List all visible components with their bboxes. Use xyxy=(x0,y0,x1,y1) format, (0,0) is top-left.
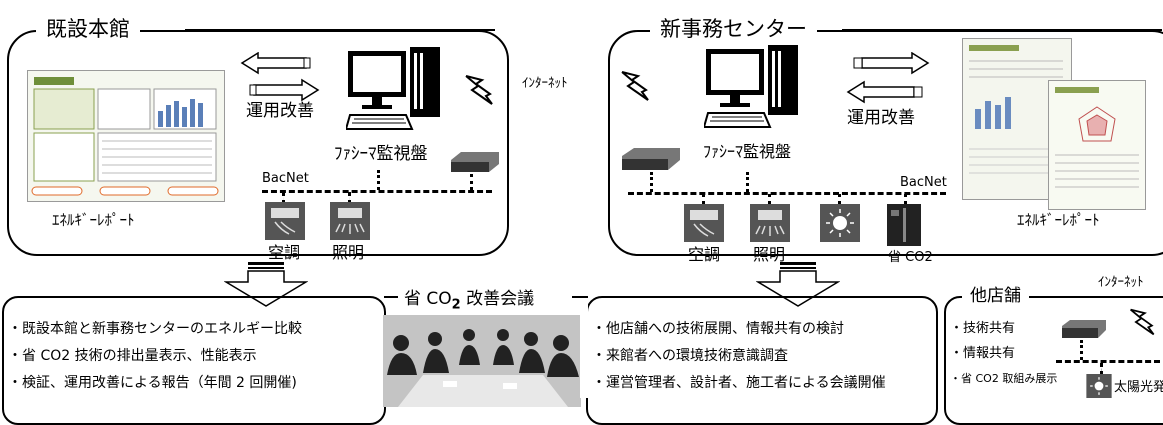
right-lightning-icon xyxy=(618,68,654,104)
right-kaizen-label: 運用改善 xyxy=(847,108,915,128)
right-bacnet-drop-ac xyxy=(702,194,705,204)
other-store-item: ・省 CO2 取組み展示 xyxy=(950,372,1058,385)
left-bacnet-line xyxy=(262,190,492,193)
bottom-left-item: ・既設本館と新事務センターのエネルギー比較 xyxy=(8,321,302,337)
right-bacnet-label: BacNet xyxy=(900,175,947,190)
other-store-lightning-icon xyxy=(1126,306,1160,338)
left-bacnet-drop-router xyxy=(470,174,473,190)
right-computer-icon xyxy=(704,43,804,139)
right-router-icon xyxy=(618,146,682,176)
right-report-label: ｴﾈﾙｷﾞｰﾚﾎﾟｰﾄ xyxy=(1017,211,1100,229)
left-panel-title: 既設本館 xyxy=(36,17,140,41)
other-store-item: ・情報共有 xyxy=(950,346,1016,361)
left-aircon-label: 空調 xyxy=(268,243,301,262)
right-down-arrow xyxy=(756,262,840,308)
bottom-mid-item: ・来館者への環境技術意識調査 xyxy=(592,348,788,364)
left-bacnet-drop-light xyxy=(348,192,351,204)
right-bacnet-drop-solar xyxy=(838,194,841,204)
left-monitor-label: ﾌｧｼｰﾏ監視盤 xyxy=(334,144,428,164)
left-bacnet-drop-ac xyxy=(282,192,285,204)
meeting-title-prefix: 省 CO xyxy=(404,289,452,309)
meeting-title-line-right xyxy=(572,296,588,298)
left-aircon-icon xyxy=(265,202,305,240)
bottom-mid-box-cover xyxy=(580,298,588,398)
left-exchange-arrows xyxy=(240,52,320,102)
other-store-internet-label: ｲﾝﾀｰﾈｯﾄ xyxy=(1098,275,1144,290)
bottom-left-item: ・省 CO2 技術の排出量表示、性能表示 xyxy=(8,348,257,364)
bottom-mid-item: ・運営管理者、設計者、施工者による会議開催 xyxy=(592,375,886,391)
meeting-title-suffix: 改善会議 xyxy=(466,289,535,309)
right-bacnet-drop-monitor xyxy=(746,172,749,192)
right-lighting-label: 照明 xyxy=(753,245,786,264)
right-co2-label: 省 CO2 xyxy=(888,250,933,265)
right-title-line xyxy=(842,29,1162,31)
left-report-thumbnail xyxy=(27,70,225,202)
other-store-title-line xyxy=(1042,296,1162,298)
right-report-thumbnail-back xyxy=(962,38,1072,200)
left-down-arrow xyxy=(224,262,308,308)
right-bacnet-drop-co2 xyxy=(904,194,907,204)
bottom-mid-item: ・他店舗への技術展開、情報共有の検討 xyxy=(592,321,844,337)
bottom-left-item: ・検証、運用改善による報告（年間 2 回開催) xyxy=(8,375,297,391)
left-lighting-label: 照明 xyxy=(332,243,365,262)
other-store-list: ・技術共有 ・情報共有 ・省 CO2 取組み展示 xyxy=(950,316,1057,391)
left-router-icon xyxy=(447,150,501,178)
left-bacnet-drop-monitor xyxy=(377,170,380,190)
other-store-item: ・技術共有 xyxy=(950,321,1016,336)
other-store-router-icon xyxy=(1058,318,1108,342)
right-bacnet-line xyxy=(628,192,946,195)
bottom-left-list: ・既設本館と新事務センターのエネルギー比較 ・省 CO2 技術の排出量表示、性能… xyxy=(8,316,302,397)
left-lightning-icon xyxy=(462,72,498,108)
other-store-drop-router xyxy=(1080,340,1083,360)
right-panel-title: 新事務センター xyxy=(650,17,817,41)
right-bacnet-drop-router xyxy=(650,172,653,192)
meeting-title-sub: 2 xyxy=(451,297,461,313)
other-store-solar-icon xyxy=(1086,374,1112,398)
left-title-line xyxy=(185,29,495,31)
meeting-title: 省 CO2 改善会議 xyxy=(404,284,534,312)
internet-label: ｲﾝﾀｰﾈｯﾄ xyxy=(522,76,568,91)
right-aircon-icon xyxy=(684,204,724,242)
left-light-icon xyxy=(330,202,370,240)
other-store-drop-solar xyxy=(1100,363,1103,375)
meeting-photo xyxy=(383,315,581,407)
bottom-mid-list: ・他店舗への技術展開、情報共有の検討 ・来館者への環境技術意識調査 ・運営管理者… xyxy=(592,316,886,397)
right-monitor-label: ﾌｧｼｰﾏ監視盤 xyxy=(703,142,792,161)
other-store-solar-label: 太陽光発電 xyxy=(1114,380,1163,395)
left-computer-icon xyxy=(346,45,446,141)
right-light-icon xyxy=(750,204,790,242)
left-report-label: ｴﾈﾙｷﾞｰﾚﾎﾟｰﾄ xyxy=(52,211,135,229)
left-kaizen-label: 運用改善 xyxy=(246,101,314,121)
right-exchange-arrows xyxy=(846,52,930,104)
right-bacnet-drop-light xyxy=(768,194,771,204)
meeting-title-line-left xyxy=(384,296,398,298)
left-bacnet-label: BacNet xyxy=(262,171,309,186)
right-report-thumbnail-front xyxy=(1048,80,1146,210)
right-aircon-label: 空調 xyxy=(688,245,721,264)
other-store-network-line xyxy=(1056,360,1160,363)
other-store-title: 他店舗 xyxy=(962,284,1029,308)
right-co2-device-icon xyxy=(887,204,921,246)
right-solar-icon xyxy=(820,204,860,242)
